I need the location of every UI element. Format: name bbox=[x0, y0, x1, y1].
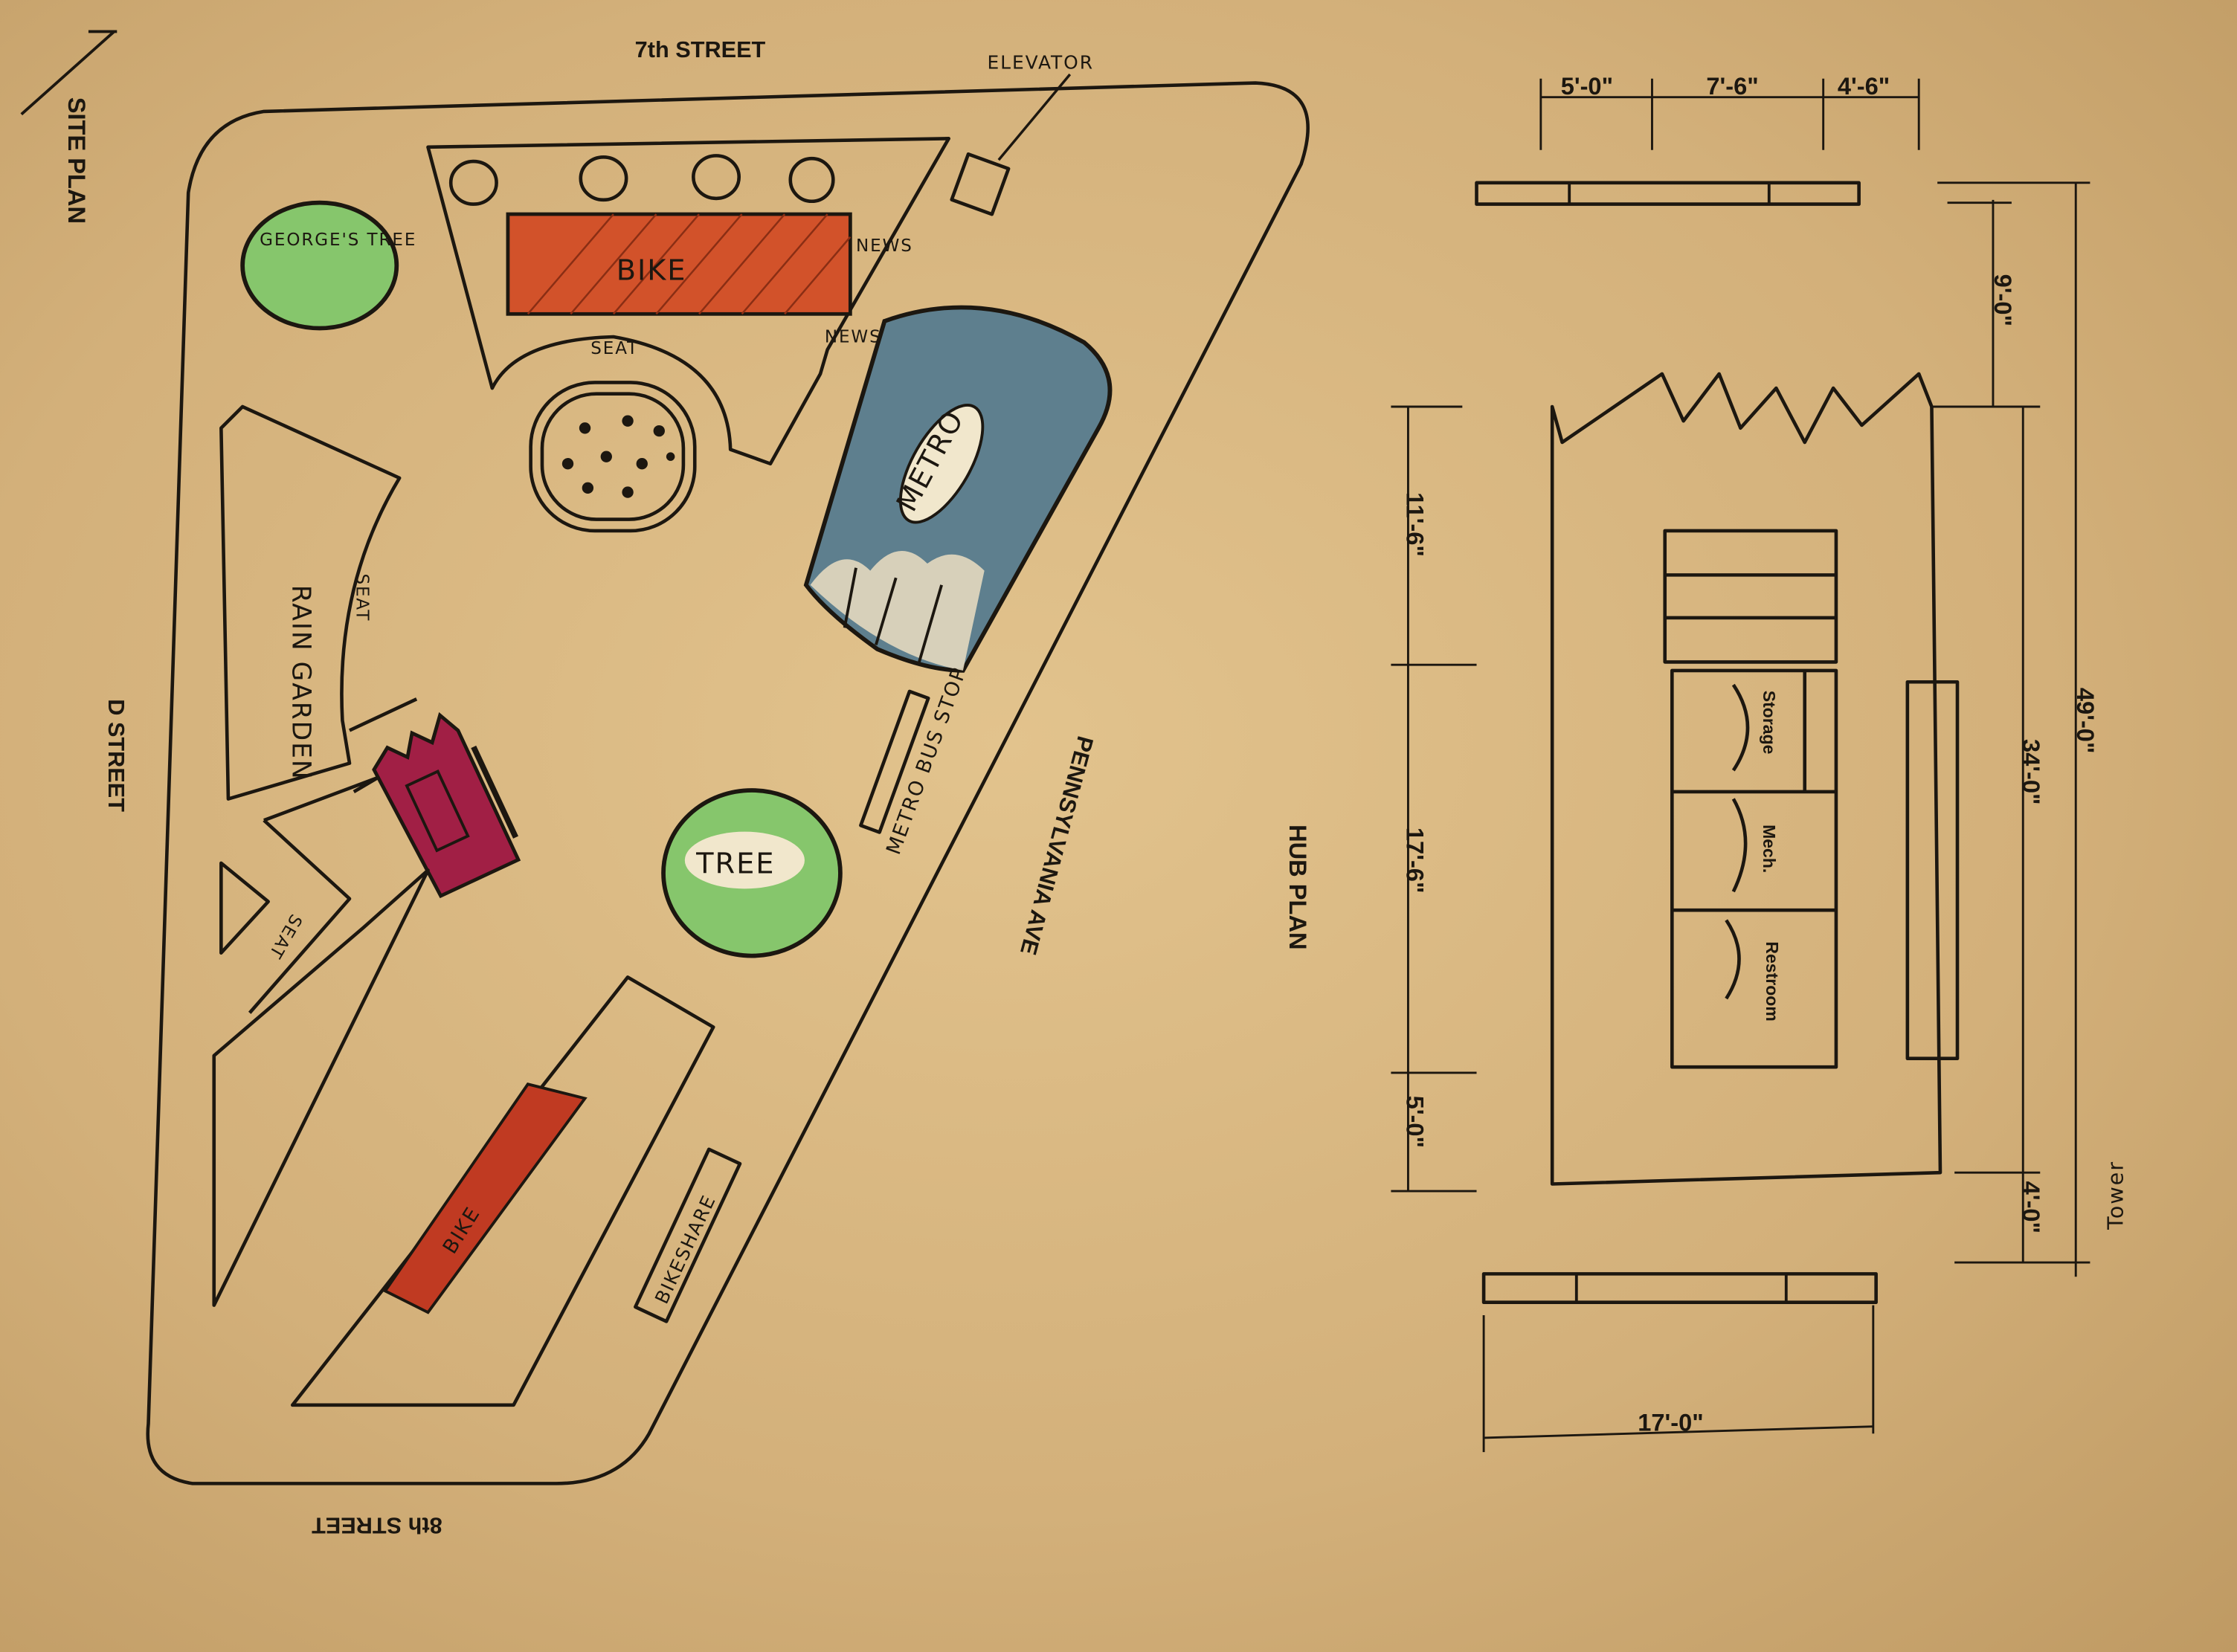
street-west-label: D STREET bbox=[103, 699, 129, 812]
elevator-label: ELEVATOR bbox=[988, 51, 1094, 73]
dim-top-2: 7'-6" bbox=[1706, 72, 1758, 100]
elevator-box bbox=[950, 152, 1011, 216]
dim-left-1: 11'-6" bbox=[1402, 492, 1429, 557]
tree-label-bubble bbox=[684, 831, 805, 889]
dim-right-mid: 34'-0" bbox=[2018, 739, 2045, 804]
bottom-bench bbox=[1481, 1272, 1878, 1305]
seating-dots bbox=[561, 415, 675, 498]
bike-parking-top bbox=[506, 212, 852, 316]
street-south-label: 8th STREET bbox=[312, 1512, 442, 1538]
bike-hatch bbox=[527, 213, 852, 315]
site-plan-title: SITE PLAN bbox=[63, 97, 91, 224]
metro-label-bubble bbox=[898, 404, 985, 524]
seating-circle-inner bbox=[540, 392, 686, 521]
dim-left-2: 17'-6" bbox=[1402, 827, 1429, 893]
dim-bottom: 17'-0" bbox=[1638, 1408, 1703, 1436]
dim-right-top: 9'-0" bbox=[1989, 274, 2017, 326]
bottom-dimension-line bbox=[1482, 1305, 1875, 1453]
room-storage-label: Storage bbox=[1760, 691, 1779, 755]
rain-garden bbox=[219, 404, 402, 801]
walkway-lines bbox=[248, 697, 418, 1014]
triangle-planter bbox=[219, 861, 270, 955]
bike-top-label: BIKE bbox=[617, 254, 687, 287]
hub-plan-title: HUB PLAN bbox=[1284, 825, 1312, 949]
news-stand-label-1: NEWS bbox=[856, 236, 913, 256]
hub-interior bbox=[1663, 529, 1960, 1069]
top-dimension-lines bbox=[1539, 78, 1920, 150]
elevator-leader-line bbox=[997, 73, 1072, 161]
bike-parking-bottom bbox=[383, 1082, 588, 1314]
seat-top-label: SEAT bbox=[590, 339, 639, 358]
dim-top-1: 5'-0" bbox=[1561, 72, 1613, 100]
lower-left-block bbox=[212, 868, 430, 1307]
room-restroom-label: Restroom bbox=[1763, 941, 1782, 1021]
street-east-label: PENNSYLVANIA AVE bbox=[1015, 733, 1098, 958]
seating-circle-outer bbox=[529, 381, 697, 533]
seat-rain-garden-label: SEAT bbox=[353, 573, 372, 622]
rain-garden-label: RAIN GARDEN bbox=[286, 585, 315, 781]
hub-building bbox=[372, 712, 521, 899]
georges-tree bbox=[240, 200, 399, 331]
bikeshare-station bbox=[634, 1147, 742, 1323]
hub-building-outline bbox=[1550, 372, 1943, 1186]
top-bench bbox=[1475, 181, 1861, 206]
dim-right-bottom: 4'-0" bbox=[2018, 1181, 2045, 1233]
news-stand-label-2: NEWS bbox=[825, 328, 882, 347]
site-boundary bbox=[146, 81, 1310, 1485]
left-dimension-lines bbox=[1391, 405, 1477, 1193]
right-dimension-lines bbox=[1933, 181, 2090, 1277]
room-mech-label: Mech. bbox=[1760, 825, 1779, 873]
planter-circles bbox=[448, 154, 835, 206]
street-north-label: 7th STREET bbox=[635, 36, 766, 62]
tree-label: TREE bbox=[695, 847, 775, 880]
dim-left-3: 5'-0" bbox=[1402, 1096, 1429, 1148]
bike-block bbox=[426, 137, 951, 466]
bus-stop-shelter bbox=[859, 689, 930, 834]
tower-note: Tower bbox=[2103, 1161, 2128, 1230]
dim-right-overall: 49'-0" bbox=[2072, 688, 2099, 753]
dim-top-3: 4'-6" bbox=[1838, 72, 1890, 100]
metro-arrows-icon bbox=[843, 567, 943, 664]
georges-tree-label: GEORGE'S TREE bbox=[260, 230, 416, 250]
north-arrow-icon bbox=[20, 30, 118, 116]
